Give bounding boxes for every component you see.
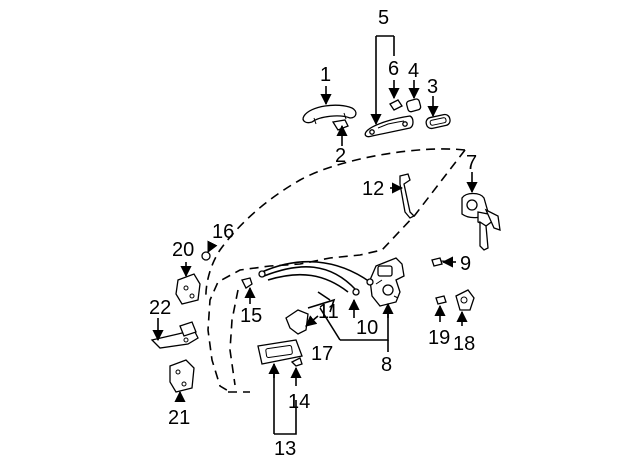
leader-lines [152, 35, 478, 435]
callout-20: 20 [172, 239, 194, 261]
cover-part [425, 113, 451, 130]
small-screw-part [290, 357, 303, 367]
callout-labels: 1 2 3 4 5 6 7 8 9 10 11 12 13 14 15 16 1… [149, 7, 477, 460]
bolt-part [241, 277, 253, 289]
callout-10: 10 [356, 317, 378, 339]
grommet-part [201, 251, 211, 261]
callout-12: 12 [362, 178, 384, 200]
callout-6: 6 [388, 58, 399, 80]
callout-5: 5 [378, 7, 389, 29]
callout-9: 9 [460, 253, 471, 275]
callout-16: 16 [212, 221, 234, 243]
callout-7: 7 [466, 152, 477, 174]
door-outline [205, 148, 466, 393]
door-check-part [150, 321, 199, 349]
callout-17: 17 [311, 343, 333, 365]
hinge-upper-part [175, 273, 201, 305]
callout-18: 18 [453, 333, 475, 355]
callout-3: 3 [427, 76, 438, 98]
callout-13: 13 [274, 438, 296, 460]
bezel-part [285, 309, 309, 335]
outside-handle-part [302, 104, 357, 125]
handle-frame-part [364, 115, 414, 138]
callout-1: 1 [320, 64, 331, 86]
striker-part [455, 289, 475, 311]
callout-21: 21 [168, 407, 190, 429]
handle-cap-part [331, 119, 349, 131]
cable-part [258, 260, 374, 296]
striker-screw-part [435, 295, 447, 305]
lock-rod-part [399, 173, 416, 219]
hinge-lower-part [169, 359, 195, 393]
clip-part [389, 99, 403, 111]
lock-cylinder-part [461, 192, 501, 251]
inside-handle-part [257, 339, 303, 365]
callout-14: 14 [288, 391, 310, 413]
door-lock-assembly-part [369, 257, 405, 307]
callout-11: 11 [318, 301, 339, 323]
callout-19: 19 [428, 327, 450, 349]
callout-8: 8 [381, 354, 392, 376]
callout-2: 2 [335, 145, 346, 167]
callout-4: 4 [408, 60, 419, 82]
callout-22: 22 [149, 297, 171, 319]
callout-15: 15 [240, 305, 262, 327]
pad-part [405, 98, 422, 113]
